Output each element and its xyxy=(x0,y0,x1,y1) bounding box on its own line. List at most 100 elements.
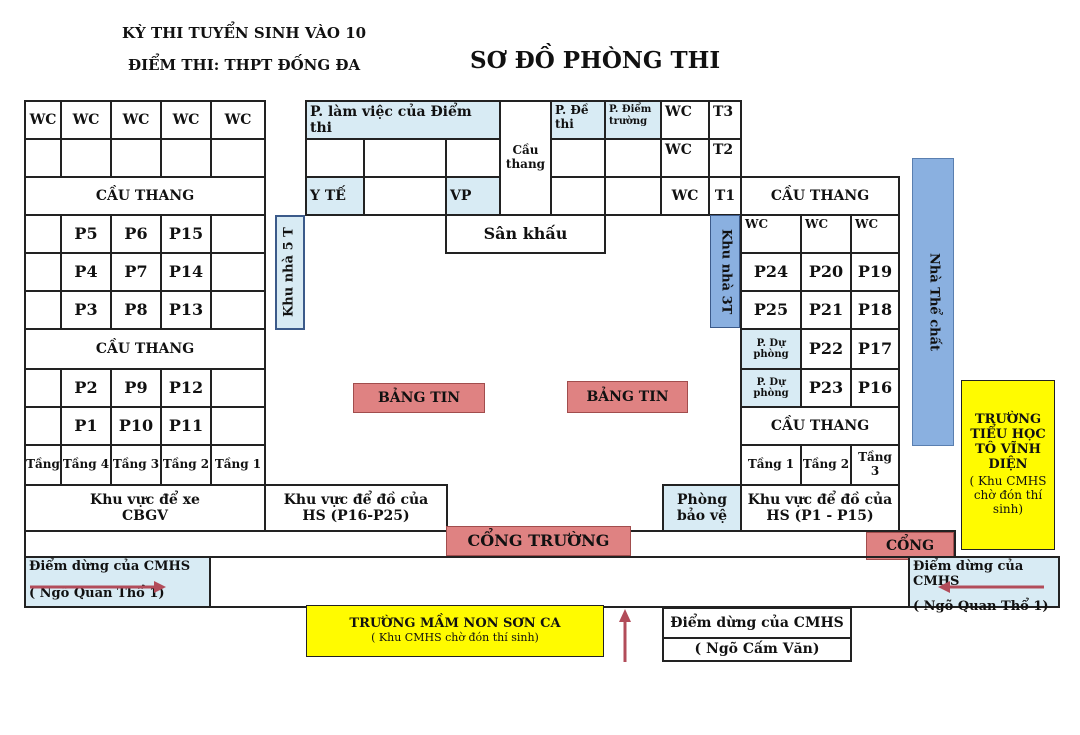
wc: WC xyxy=(210,100,266,140)
room-p18: P18 xyxy=(850,290,900,330)
building-5t: Khu nhà 5 T xyxy=(275,215,305,330)
wc: WC xyxy=(160,100,212,140)
wc: WC xyxy=(740,214,802,254)
floor-1: Tầng 1 xyxy=(740,444,802,486)
stairs: CẦU THANG xyxy=(24,176,266,216)
empty-cell xyxy=(24,368,62,408)
floor-2: Tầng 2 xyxy=(160,444,212,486)
primary-school-label: TRƯỜNG TIỂU HỌC TÔ VĨNH DIỆN xyxy=(970,412,1046,473)
stairs-top: Cầu thang xyxy=(499,100,552,216)
floor-4: Tầng 4 xyxy=(60,444,112,486)
room-p17: P17 xyxy=(850,328,900,370)
empty-cell xyxy=(210,290,266,330)
reserve-room: P. Dự phòng xyxy=(740,328,802,370)
floor-1: Tầng 1 xyxy=(210,444,266,486)
primary-school-note: ( Khu CMHS chờ đón thí sinh) xyxy=(969,474,1047,516)
teacher-parking: Khu vực để xe CBGV xyxy=(24,484,266,532)
room-p21: P21 xyxy=(800,290,852,330)
floor-t3: T3 xyxy=(708,100,742,140)
room-p12: P12 xyxy=(160,368,212,408)
room-p2: P2 xyxy=(60,368,112,408)
empty-cell xyxy=(160,138,212,178)
main-gate: CỔNG TRƯỜNG xyxy=(446,526,631,556)
empty-cell xyxy=(210,214,266,254)
empty-cell xyxy=(550,138,606,178)
wc: WC xyxy=(800,214,852,254)
floor-label: Tầng xyxy=(24,444,62,486)
floor-t1: T1 xyxy=(708,176,742,216)
room-p8: P8 xyxy=(110,290,162,330)
room-p23: P23 xyxy=(800,368,852,408)
empty-cell xyxy=(445,138,501,178)
map-title: SƠ ĐỒ PHÒNG THI xyxy=(470,47,721,74)
wc: WC xyxy=(24,100,62,140)
cam-van-street: ( Ngõ Cấm Văn) xyxy=(662,637,852,662)
room-p20: P20 xyxy=(800,252,852,292)
floor-2: Tầng 2 xyxy=(800,444,852,486)
wc: WC xyxy=(60,100,112,140)
room-p13: P13 xyxy=(160,290,212,330)
empty-cell xyxy=(60,138,112,178)
teacher-parking-label: Khu vực để xe CBGV xyxy=(90,491,200,524)
room-p15: P15 xyxy=(160,214,212,254)
room-p22: P22 xyxy=(800,328,852,370)
kindergarten-label: TRƯỜNG MẦM NON SƠN CA xyxy=(349,616,561,632)
student-storage-area-1: Khu vực để đồ của HS (P16-P25) xyxy=(264,484,448,532)
floor-t2: T2 xyxy=(708,138,742,178)
parent-stop-left: Điểm dừng của CMHS ( Ngõ Quan Thổ 1) xyxy=(24,556,211,608)
room-p4: P4 xyxy=(60,252,112,292)
room-p1: P1 xyxy=(60,406,112,446)
wc: WC xyxy=(850,214,900,254)
floor-3: Tầng 3 xyxy=(110,444,162,486)
student-storage-area-2: Khu vực để đồ của HS (P1 - P15) xyxy=(740,484,900,532)
empty-cell xyxy=(24,252,62,292)
stairs: CẦU THANG xyxy=(24,328,266,370)
empty-cell xyxy=(24,138,62,178)
stage: Sân khấu xyxy=(445,214,606,254)
wc: WC xyxy=(110,100,162,140)
gym: Nhà Thể chất xyxy=(912,158,954,446)
empty-cell xyxy=(604,138,662,178)
kindergarten-note: ( Khu CMHS chờ đón thí sinh) xyxy=(371,631,539,645)
parent-stop-right-street: ( Ngõ Quan Thổ 1) xyxy=(913,598,1049,614)
stairs: CẦU THANG xyxy=(740,176,900,216)
arrow-left-icon xyxy=(938,581,1044,593)
parent-stop-left-label: Điểm dừng của CMHS xyxy=(29,559,191,574)
guard-room: Phòng bảo vệ xyxy=(662,484,742,532)
exam-paper-room: P. Đề thi xyxy=(550,100,606,140)
room-p25: P25 xyxy=(740,290,802,330)
empty-cell xyxy=(210,252,266,292)
parent-stop-cam-van: Điểm dừng của CMHS xyxy=(662,607,852,639)
wc: WC xyxy=(660,100,710,140)
parent-stop-right: Điểm dừng của CMHS ( Ngõ Quan Thổ 1) xyxy=(908,556,1060,614)
building-3t: Khu nhà 3T xyxy=(710,215,740,328)
room-p14: P14 xyxy=(160,252,212,292)
primary-school: TRƯỜNG TIỂU HỌC TÔ VĨNH DIỆN ( Khu CMHS … xyxy=(961,380,1055,550)
room-p16: P16 xyxy=(850,368,900,408)
room-p6: P6 xyxy=(110,214,162,254)
student-storage-area-1-label: Khu vực để đồ của HS (P16-P25) xyxy=(283,491,429,524)
empty-cell xyxy=(110,138,162,178)
room-p9: P9 xyxy=(110,368,162,408)
notice-board: BẢNG TIN xyxy=(353,383,485,413)
kindergarten: TRƯỜNG MẦM NON SƠN CA ( Khu CMHS chờ đón… xyxy=(306,605,604,657)
stairs: CẦU THANG xyxy=(740,406,900,446)
arrow-up-icon xyxy=(619,609,631,662)
empty-cell xyxy=(24,290,62,330)
room-p19: P19 xyxy=(850,252,900,292)
principal-room: P. Điểm trường xyxy=(604,100,662,140)
room-p5: P5 xyxy=(60,214,112,254)
guard-room-label: Phòng bảo vệ xyxy=(676,491,728,524)
empty-cell xyxy=(550,176,606,216)
empty-cell xyxy=(363,176,447,216)
room-p24: P24 xyxy=(740,252,802,292)
empty-cell xyxy=(210,368,266,408)
room-p3: P3 xyxy=(60,290,112,330)
vp-room: VP xyxy=(445,176,501,216)
empty-cell xyxy=(305,138,365,178)
empty-cell xyxy=(24,406,62,446)
room-p10: P10 xyxy=(110,406,162,446)
student-storage-area-2-label: Khu vực để đồ của HS (P1 - P15) xyxy=(747,491,893,524)
exam-title: KỲ THI TUYỂN SINH VÀO 10 xyxy=(122,24,367,42)
medical-room: Y TẾ xyxy=(305,176,365,216)
